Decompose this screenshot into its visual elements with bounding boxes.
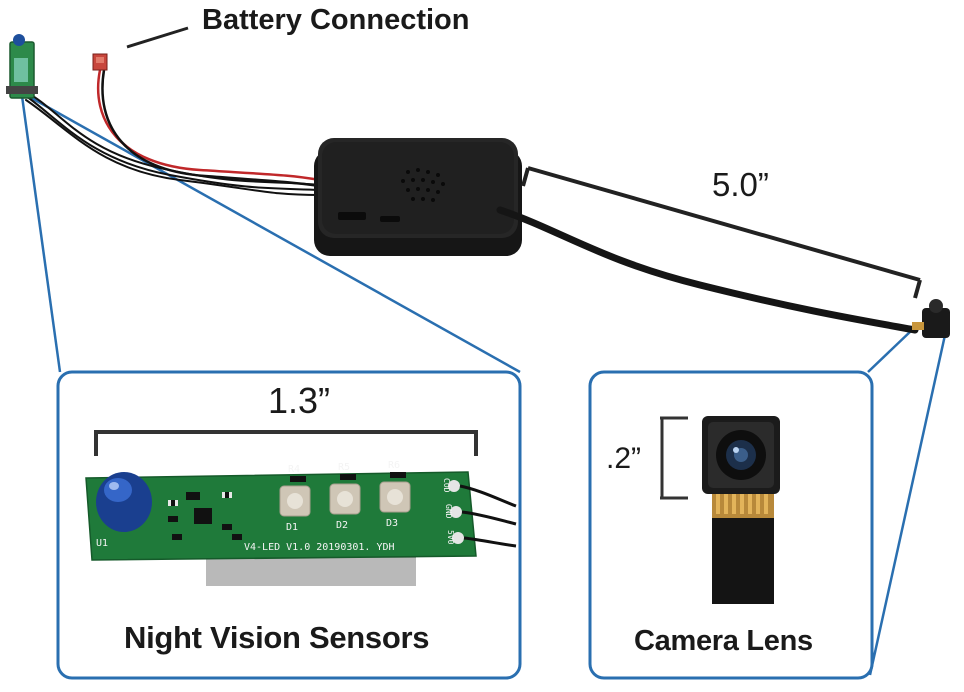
sensor-wires <box>25 91 321 196</box>
pcb-led-label: D1 <box>286 522 298 533</box>
board-width-label: 1.3” <box>268 380 331 421</box>
board-width-bracket <box>94 430 478 456</box>
battery-wires <box>96 68 322 188</box>
mini-camera <box>912 299 950 338</box>
pcb-silkscreen: R4 R5 R6 D1 D2 D3 V4-LED V1.0 20190301. … <box>96 460 455 553</box>
camera-lens-caption: Camera Lens <box>634 625 813 657</box>
pcb-resistor-label: R5 <box>338 462 350 473</box>
cable-length-bracket <box>521 166 922 299</box>
camera-height-label: .2” <box>606 442 642 475</box>
camera-height-bracket <box>660 416 688 500</box>
pcb-led-label: D3 <box>386 518 398 529</box>
pcb-pin-label: 5V0 <box>446 530 455 545</box>
pcb-board-text: V4-LED V1.0 20190301. YDH <box>244 542 395 553</box>
led-pcb <box>85 471 477 586</box>
camera-module <box>702 416 780 604</box>
pcb-sensor-ref: U1 <box>96 538 108 549</box>
pcb-pin-label: COD <box>442 478 451 493</box>
pcb-wires <box>459 484 517 548</box>
battery-connector <box>92 53 108 71</box>
mini-sensor-board <box>6 34 38 99</box>
night-vision-caption: Night Vision Sensors <box>124 620 430 655</box>
battery-leader-line <box>126 26 189 49</box>
pcb-pin-label: GND <box>444 504 453 519</box>
pcb-resistor-label: R4 <box>288 464 300 475</box>
pcb-led-label: D2 <box>336 520 348 531</box>
callout-connector-lines <box>20 94 947 676</box>
cable-length-label: 5.0” <box>712 166 769 203</box>
dvr-module <box>314 138 522 256</box>
battery-connection-label: Battery Connection <box>202 4 470 36</box>
ribbon-cable <box>496 206 919 334</box>
pcb-resistor-label: R6 <box>388 460 400 471</box>
